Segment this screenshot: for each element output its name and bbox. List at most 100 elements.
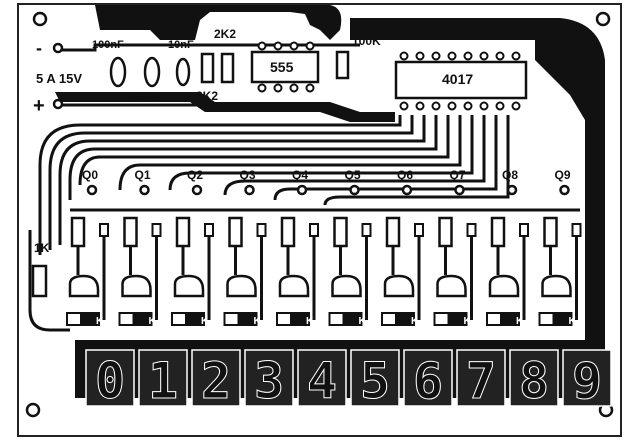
segment-resistor	[309, 223, 319, 237]
base-resistor	[490, 216, 506, 248]
digit-display-3: 3	[244, 349, 294, 411]
digit-glyph: 8	[519, 352, 549, 410]
digit-glyph: 5	[360, 352, 390, 410]
base-resistor	[70, 216, 86, 248]
ic-555: 555	[250, 41, 320, 93]
resistor-2k2-bottom-label: 2K2	[196, 89, 218, 103]
digit-display-5: 5	[350, 349, 400, 411]
resistor-2k2-a: 2K2	[200, 27, 236, 84]
segment-resistor	[151, 223, 162, 237]
led-k-label: K	[359, 316, 367, 327]
channel-q5: Q5K	[328, 168, 372, 327]
output-pad	[139, 184, 150, 196]
output-label-q9: Q9	[555, 168, 571, 182]
capacitor-c1-label: 100nF	[92, 39, 124, 51]
output-label-q5: Q5	[345, 168, 361, 182]
digit-frame	[456, 349, 506, 407]
output-pad	[191, 184, 203, 196]
segment-resistor	[414, 223, 424, 237]
transistor	[488, 274, 520, 298]
ic-4017-label: 4017	[442, 71, 473, 87]
led-k-label: K	[411, 316, 419, 327]
led-k-label: K	[464, 316, 472, 327]
bus-traces	[28, 43, 580, 332]
output-pad	[506, 184, 518, 196]
ic-4017: 4017	[394, 51, 528, 111]
resistor-100k-label: 100K	[352, 34, 381, 48]
digit-frame	[297, 349, 347, 407]
capacitor-c2-label: 100nF	[128, 91, 160, 103]
resistor-100k: 100K	[335, 34, 381, 80]
power-minus-label: -	[36, 38, 42, 58]
output-pad	[349, 184, 360, 196]
digit-display-0: 0	[85, 349, 135, 411]
ic-555-label: 555	[270, 59, 294, 75]
digit-frame	[403, 349, 453, 407]
base-resistor	[385, 216, 401, 248]
capacitor-c3-label: 10nF	[168, 39, 194, 51]
channel-q8: Q8K	[486, 168, 529, 327]
transistor	[383, 274, 415, 298]
led-pad-window	[278, 314, 290, 324]
digit-glyph: 0	[95, 352, 125, 410]
output-pad	[401, 184, 413, 196]
digit-display-6: 6	[403, 349, 453, 411]
led-k-label: K	[201, 316, 209, 327]
channel-q9: Q9K	[538, 168, 582, 327]
channel-q0: Q0K	[66, 168, 109, 327]
power-minus-pad	[52, 42, 64, 54]
digit-glyph: 7	[466, 352, 496, 410]
led-pad-window	[330, 314, 343, 324]
segment-resistor	[99, 223, 109, 237]
output-label-q2: Q2	[187, 168, 203, 182]
digit-frame	[509, 349, 559, 407]
capacitor-c1: 100nF	[92, 39, 127, 88]
output-label-q0: Q0	[82, 168, 98, 182]
resistor-1k-label: 1K	[34, 241, 50, 255]
segment-resistor	[466, 223, 477, 237]
transistor	[226, 274, 257, 298]
digit-frame	[85, 349, 135, 407]
channel-q4: Q4K	[276, 168, 319, 327]
base-resistor	[333, 216, 348, 248]
base-resistor	[228, 216, 243, 248]
led-pad-window	[435, 314, 448, 324]
output-pad	[244, 184, 255, 196]
digit-glyph: 6	[413, 352, 443, 410]
segment-resistor	[204, 223, 214, 237]
led-pad-window	[225, 314, 238, 324]
channel-q3: Q3K	[223, 168, 267, 327]
led-pad-window	[173, 314, 185, 324]
led-k-label: K	[254, 316, 262, 327]
power-plus-pad	[52, 98, 64, 110]
power-voltage-label: 5 A 15V	[36, 71, 82, 86]
output-label-q8: Q8	[502, 168, 518, 182]
output-label-q1: Q1	[135, 168, 151, 182]
segment-resistor	[256, 223, 267, 237]
digit-display-2: 2	[191, 349, 241, 411]
channel-q6: Q6K	[381, 168, 424, 327]
led-k-label: K	[306, 316, 314, 327]
transistor	[278, 274, 310, 298]
transistor	[173, 274, 205, 298]
digit-frame	[350, 349, 400, 407]
base-resistor	[123, 216, 138, 248]
segment-resistor	[519, 223, 529, 237]
channel-q7: Q7K	[433, 168, 477, 327]
output-label-q6: Q6	[397, 168, 413, 182]
digit-display-8: 8	[509, 349, 559, 411]
channel-q1: Q1K	[118, 168, 162, 327]
output-pad	[296, 184, 308, 196]
output-pad	[559, 184, 570, 196]
digit-glyph: 1	[148, 352, 178, 410]
led-pad-window	[68, 314, 80, 324]
transistor	[121, 274, 152, 298]
digit-display-9: 9	[562, 349, 612, 411]
base-resistor	[438, 216, 453, 248]
led-k-label: K	[96, 316, 104, 327]
digit-frame	[562, 349, 612, 407]
led-pad-window	[120, 314, 133, 324]
